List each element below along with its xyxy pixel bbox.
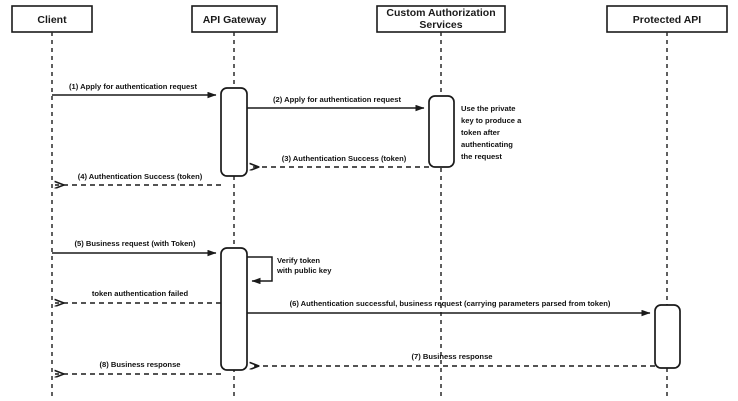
message-7-label: (7) Business response [411, 352, 492, 361]
message-2[interactable]: (2) Apply for authentication request [247, 95, 425, 112]
message-1-label: (1) Apply for authentication request [69, 82, 197, 91]
note-auth-private-key: Use the private key to produce a token a… [461, 104, 522, 161]
message-token-auth-failed-label: token authentication failed [92, 289, 189, 298]
participant-label-api: Protected API [633, 14, 702, 26]
message-6[interactable]: (6) Authentication successful, business … [247, 299, 651, 317]
activation-auth-1 [428, 95, 455, 168]
message-8-label: (8) Business response [99, 360, 180, 369]
message-8[interactable]: (8) Business response [55, 360, 221, 374]
self-call-label-line1: Verify token [277, 256, 320, 265]
message-7[interactable]: (7) Business response [250, 352, 655, 366]
activation-gateway-1 [220, 87, 248, 177]
self-call-verify-token[interactable]: Verify token with public key [247, 256, 332, 285]
message-3[interactable]: (3) Authentication Success (token) [250, 154, 429, 167]
participant-box-api[interactable]: Protected API [606, 5, 728, 33]
message-2-label: (2) Apply for authentication request [273, 95, 401, 104]
activation-gateway-2 [220, 247, 248, 371]
message-5-label: (5) Business request (with Token) [75, 239, 196, 248]
note-line-5: the request [461, 152, 502, 161]
participant-label-client: Client [37, 14, 67, 26]
note-line-2: key to produce a [461, 116, 522, 125]
message-6-label: (6) Authentication successful, business … [290, 299, 611, 308]
note-line-3: token after [461, 128, 500, 137]
message-4[interactable]: (4) Authentication Success (token) [55, 172, 221, 185]
message-3-label: (3) Authentication Success (token) [282, 154, 407, 163]
participant-box-gateway[interactable]: API Gateway [191, 5, 278, 33]
self-call-label-line2: with public key [276, 266, 332, 275]
message-token-auth-failed[interactable]: token authentication failed [55, 289, 221, 303]
message-4-label: (4) Authentication Success (token) [78, 172, 203, 181]
message-1[interactable]: (1) Apply for authentication request [52, 82, 217, 99]
participant-label-gateway: API Gateway [203, 14, 267, 26]
participant-box-auth[interactable]: Custom Authorization Services [376, 5, 506, 33]
participant-label-auth-line2: Services [419, 19, 462, 31]
note-line-1: Use the private [461, 104, 515, 113]
note-line-4: authenticating [461, 140, 513, 149]
message-5[interactable]: (5) Business request (with Token) [52, 239, 217, 257]
activation-api-1 [654, 304, 681, 369]
participant-box-client[interactable]: Client [11, 5, 93, 33]
participant-label-auth-line1: Custom Authorization [386, 7, 495, 19]
